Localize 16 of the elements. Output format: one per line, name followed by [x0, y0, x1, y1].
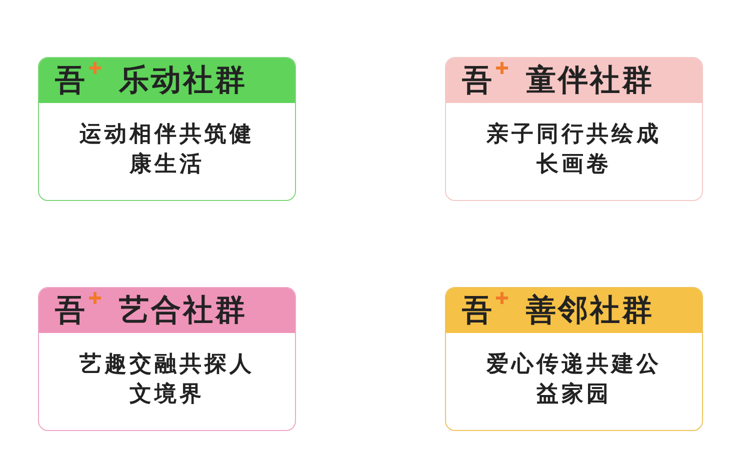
community-card: [38, 57, 296, 201]
card-title: 艺合社群: [119, 293, 247, 329]
card-slogan: 艺趣交融共探人文境界: [78, 350, 256, 409]
brand-character: 吾: [462, 293, 492, 329]
community-card: [445, 287, 703, 431]
card-title: 善邻社群: [526, 293, 654, 329]
brand-character: 吾: [462, 63, 492, 99]
card-title: 童伴社群: [526, 63, 654, 99]
card-slogan: 亲子同行共绘成长画卷: [485, 121, 662, 179]
community-card: [445, 57, 703, 201]
card-title: 乐动社群: [119, 63, 247, 99]
brand-character: 吾: [55, 63, 85, 99]
community-card: [38, 287, 296, 431]
brand-character: 吾: [55, 293, 85, 329]
card-slogan: 运动相伴共筑健康生活: [78, 121, 256, 179]
card-slogan: 爱心传递共建公益家园: [486, 350, 662, 409]
